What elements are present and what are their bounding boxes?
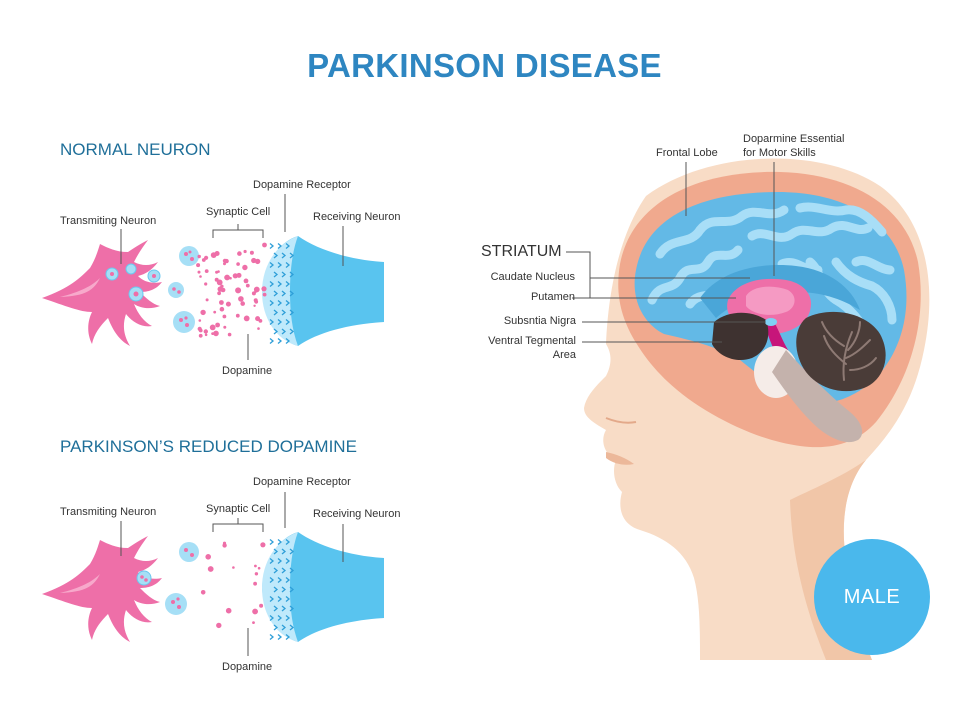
male-badge xyxy=(814,539,930,655)
cerebellum xyxy=(796,311,886,392)
reduced-transmitting-label: Transmiting Neuron xyxy=(60,506,157,518)
male-badge-label: MALE xyxy=(843,586,901,608)
dopamine-molecules xyxy=(200,541,266,629)
normal-synaptic-label: Synaptic Cell xyxy=(206,206,271,218)
dopamine-essential-label-1: Doparmine Essential xyxy=(743,133,845,145)
head-illustration xyxy=(584,158,930,660)
substantia-nigra-label: Subsntia Nigra xyxy=(503,315,576,327)
normal-neuron-heading: NORMAL NEURON xyxy=(60,140,211,159)
reduced-receiving-label: Receiving Neuron xyxy=(313,508,401,520)
neuron-leader-lines xyxy=(120,194,344,656)
receiving-neuron xyxy=(262,236,384,346)
striatum-label: STRIATUM xyxy=(481,243,562,260)
frontal-lobe-label: Frontal Lobe xyxy=(656,147,718,159)
vta-label-2: Area xyxy=(552,349,576,361)
reduced-neuron-diagram xyxy=(42,532,384,642)
reduced-synaptic-label: Synaptic Cell xyxy=(206,503,271,515)
putamen-label: Putamen xyxy=(530,291,575,303)
vesicles-free xyxy=(165,542,199,615)
receiving-neuron xyxy=(262,532,384,642)
normal-transmitting-label: Transmiting Neuron xyxy=(60,215,157,227)
normal-receptor-label: Dopamine Receptor xyxy=(253,179,351,191)
transmitting-neuron xyxy=(42,536,162,642)
normal-receiving-label: Receiving Neuron xyxy=(313,211,401,223)
vta-label-1: Ventral Tegmental xyxy=(488,335,576,347)
transmitting-neuron xyxy=(42,240,162,346)
cerebellum-branches xyxy=(821,321,877,381)
brain-stem xyxy=(772,350,863,443)
dopamine-receptors xyxy=(269,243,295,344)
normal-dopamine-label: Dopamine xyxy=(222,365,273,377)
midbrain xyxy=(712,312,769,361)
brain-leader-lines xyxy=(566,162,775,343)
transmitting-neuron-highlight xyxy=(60,574,100,593)
substantia-nigra xyxy=(765,318,777,326)
vesicles-free xyxy=(168,246,199,333)
vesicles-inner xyxy=(105,263,161,302)
caudate-nucleus-label: Caudate Nucleus xyxy=(490,271,575,283)
dopamine-receptors xyxy=(269,539,295,640)
dopamine-pathway xyxy=(764,318,820,388)
transmitting-neuron-highlight xyxy=(60,278,100,297)
dopamine-molecules xyxy=(196,242,267,338)
eye-line xyxy=(605,417,637,424)
dopamine-essential-label-2: for Motor Skills xyxy=(743,147,816,159)
vesicles-inner xyxy=(136,570,152,586)
reduced-dopamine-heading: PARKINSON’S REDUCED DOPAMINE xyxy=(60,437,357,456)
reduced-dopamine-label: Dopamine xyxy=(222,661,273,673)
lips xyxy=(606,452,634,465)
reduced-receptor-label: Dopamine Receptor xyxy=(253,476,351,488)
normal-neuron-diagram xyxy=(42,236,384,346)
page-title: PARKINSON DISEASE xyxy=(307,47,662,84)
caudate-nucleus xyxy=(746,286,795,315)
